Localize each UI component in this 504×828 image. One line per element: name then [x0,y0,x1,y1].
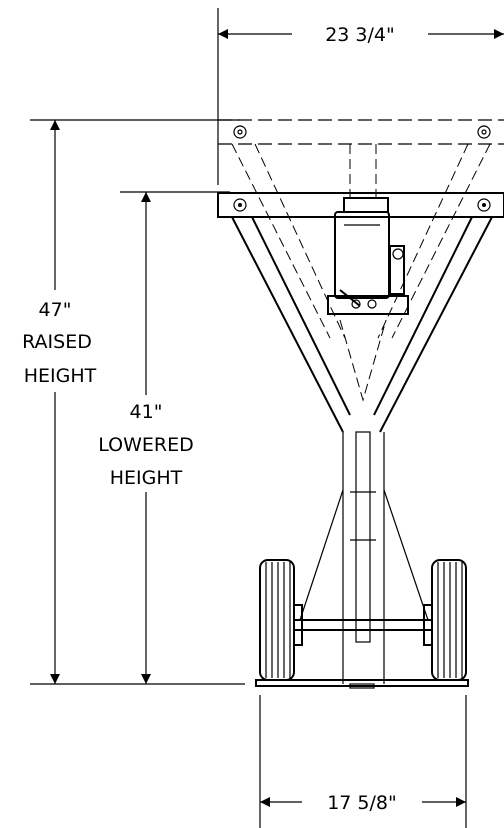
lowered-height-value: 41" [130,401,163,423]
raised-height-label-line2: HEIGHT [24,365,97,387]
raised-position-phantom [218,119,504,339]
axle [293,619,433,631]
base-width-dimension: 17 5/8" [259,695,467,828]
raised-height-label-line1: RAISED [22,331,92,353]
base-width-label: 17 5/8" [327,792,397,814]
bottle-jack [327,197,409,315]
top-width-dimension: 23 3/4" [217,8,504,185]
top-plate [217,192,504,218]
right-wheel [423,559,467,681]
lowered-height-label-line1: LOWERED [98,434,194,456]
left-wheel [259,559,303,681]
raised-height-dimension: 47" RAISED HEIGHT [22,119,240,684]
raised-height-value: 47" [39,299,72,321]
top-width-label: 23 3/4" [325,24,395,46]
lowered-height-label-line2: HEIGHT [110,467,183,489]
lowered-height-dimension: 41" LOWERED HEIGHT [98,191,230,684]
base-plate [255,679,469,689]
lift-arms [231,216,493,684]
